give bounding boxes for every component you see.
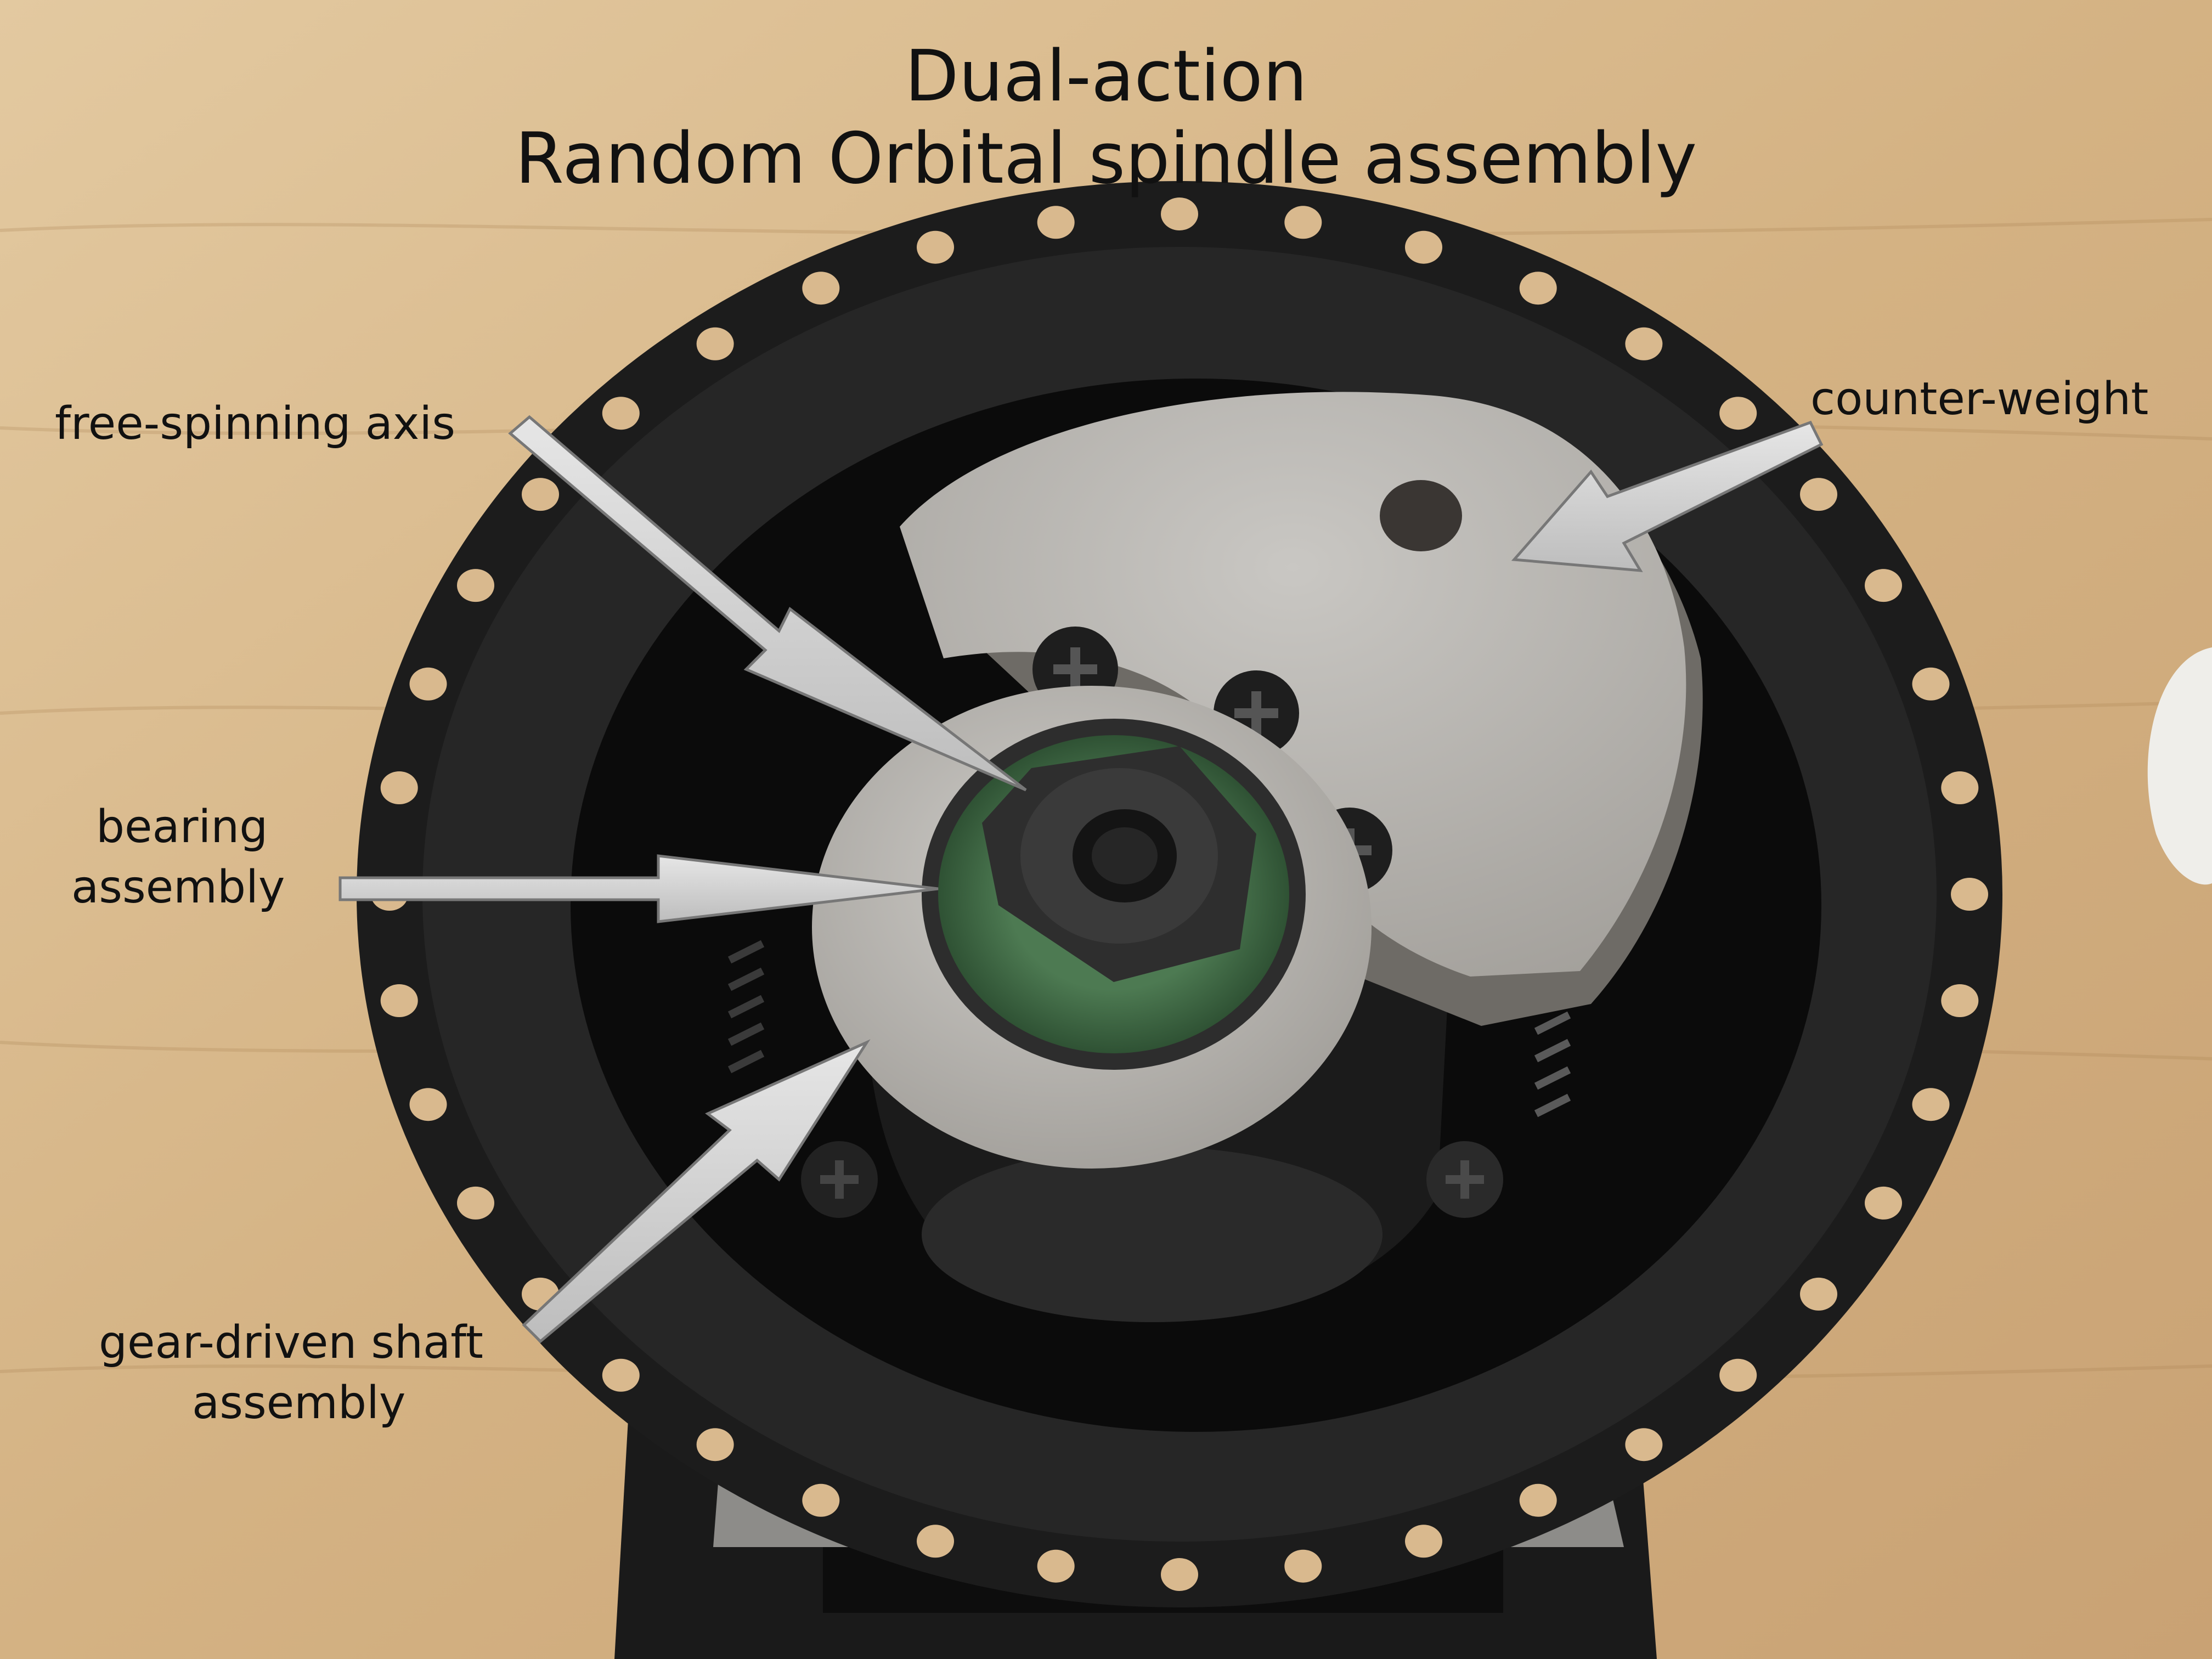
vent-hole: [380, 771, 418, 804]
vent-hole: [1800, 1277, 1837, 1311]
title-line-2: Random Orbital spindle assembly: [515, 118, 1697, 200]
vent-hole: [696, 1428, 734, 1462]
label-free-spinning-axis: free-spinning axis: [55, 398, 455, 450]
vent-hole: [1625, 1428, 1663, 1462]
title-line-1: Dual-action: [905, 36, 1307, 117]
vent-hole: [1719, 397, 1757, 430]
vent-hole: [802, 1483, 840, 1517]
vent-hole: [380, 984, 418, 1017]
vent-hole: [1037, 206, 1075, 239]
vent-hole: [802, 272, 840, 305]
label-counter-weight: counter-weight: [1810, 373, 2149, 425]
vent-hole: [457, 1186, 494, 1220]
vent-hole: [1951, 878, 1988, 911]
vent-hole: [1519, 272, 1557, 305]
vent-hole: [1865, 1186, 1902, 1220]
vent-hole: [1284, 1549, 1322, 1583]
vent-hole: [1625, 327, 1663, 360]
vent-hole: [602, 397, 640, 430]
lower-screw-right: [1426, 1141, 1503, 1218]
arrow-free-spinning-axis: [508, 415, 1027, 792]
vent-hole: [1719, 1358, 1757, 1392]
spring-right: [1534, 1011, 1571, 1118]
arrow-gear-driven-shaft: [522, 1039, 871, 1344]
counter-weight-hole: [1380, 480, 1462, 551]
arrow-bearing-assembly: [338, 854, 939, 923]
vent-hole: [1519, 1483, 1557, 1517]
vent-hole: [409, 667, 447, 701]
counter-weight: [900, 392, 1686, 977]
vent-hole: [1037, 1549, 1075, 1583]
vent-hole: [917, 230, 954, 264]
vent-hole: [1405, 230, 1442, 264]
vent-hole: [602, 1358, 640, 1392]
vent-hole: [522, 478, 559, 511]
vent-hole: [1405, 1525, 1442, 1558]
vent-hole: [1284, 206, 1322, 239]
arrow-counter-weight: [1511, 420, 1824, 572]
white-object: [2147, 647, 2212, 885]
vent-holes: [371, 198, 1988, 1591]
vent-hole: [1941, 984, 1979, 1017]
spring-left: [727, 940, 765, 1074]
vent-hole: [1800, 478, 1837, 511]
label-bearing-line-2: assembly: [71, 861, 285, 913]
label-gear-line-1: gear-driven shaft: [99, 1317, 483, 1369]
vent-hole: [1161, 198, 1198, 230]
vent-hole: [917, 1525, 954, 1558]
vent-hole: [1865, 569, 1902, 602]
vent-hole: [1912, 667, 1950, 701]
lower-screw-left: [801, 1141, 878, 1218]
vent-hole: [696, 327, 734, 360]
label-bearing-line-1: bearing: [96, 801, 268, 853]
label-gear-line-2: assembly: [192, 1377, 406, 1429]
vent-hole: [1912, 1088, 1950, 1121]
vent-hole: [1941, 771, 1979, 804]
vent-hole: [1161, 1558, 1198, 1591]
vent-hole: [457, 569, 494, 602]
vent-hole: [409, 1088, 447, 1121]
